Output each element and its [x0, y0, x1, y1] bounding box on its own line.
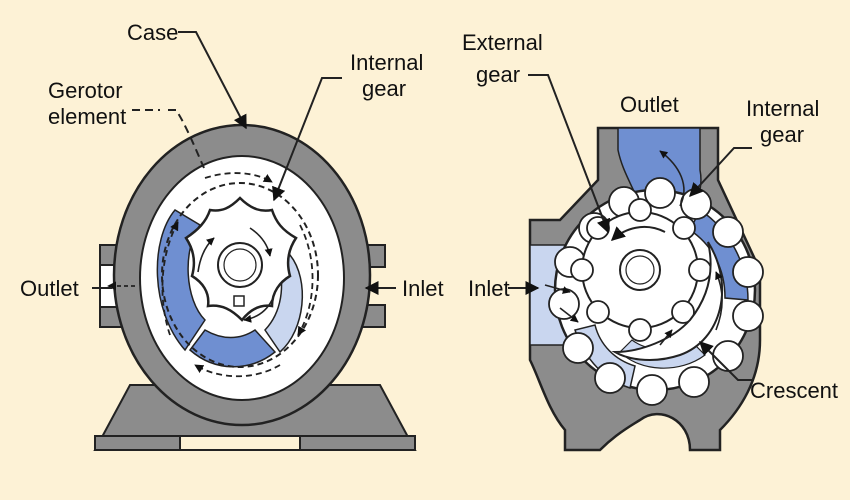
right-inlet-label: Inlet — [468, 276, 510, 301]
internal-gear-teeth — [548, 177, 764, 406]
crescent — [611, 241, 724, 361]
left-inlet-label: Inlet — [402, 276, 444, 301]
internal-gear-label-line1: Internal — [350, 50, 423, 75]
internal-gear-pump-diagram: External gear Outlet Internal gear Inlet… — [462, 30, 838, 452]
gerotor-pump-diagram: Case Gerotor element Internal gear Outle… — [20, 20, 444, 451]
external-gear-label-line1: External — [462, 30, 543, 55]
right-internal-gear-label-line2: gear — [760, 122, 804, 147]
gerotor-element-label-line1: Gerotor — [48, 78, 123, 103]
fluid-pocket-bottom — [188, 329, 277, 368]
gerotor-element-outline — [161, 182, 319, 368]
case-label: Case — [127, 20, 178, 45]
right-outlet-label: Outlet — [620, 92, 679, 117]
gerotor-element-label-line2: element — [48, 104, 126, 129]
right-internal-gear-label-line1: Internal — [746, 96, 819, 121]
crescent-label: Crescent — [750, 378, 838, 403]
left-outlet-label: Outlet — [20, 276, 79, 301]
external-gear-label-line2: gear — [476, 62, 520, 87]
internal-gear-label-line2: gear — [362, 76, 406, 101]
